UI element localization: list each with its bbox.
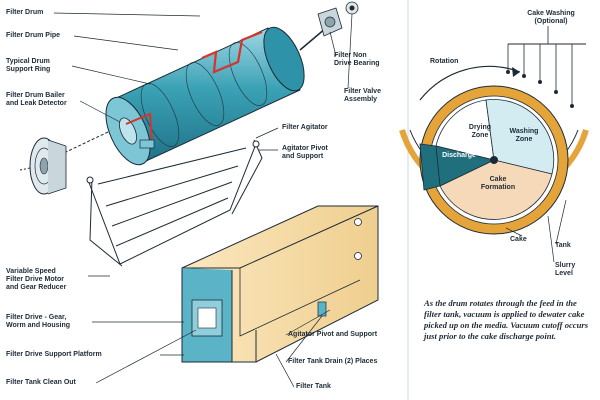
zone-discharge: Discharge bbox=[442, 152, 476, 159]
label-rotation: Rotation bbox=[430, 58, 459, 65]
label-filter-drum-pipe: Filter Drum Pipe bbox=[6, 32, 61, 39]
label-cake: Cake bbox=[510, 236, 527, 243]
filter-valve-graphic bbox=[345, 1, 359, 15]
filter-drum-graphic bbox=[65, 26, 327, 166]
label-agitator-pivot-support-top: Agitator Pivot and Support bbox=[282, 145, 328, 160]
zone-washing: Washing Zone bbox=[509, 128, 539, 143]
label-filter-valve-assembly: Filter Valve Assembly bbox=[344, 88, 381, 103]
filter-tank-graphic bbox=[181, 205, 379, 363]
label-cake-washing: Cake Washing (Optional) bbox=[527, 10, 575, 25]
label-filter-agitator: Filter Agitator bbox=[282, 124, 328, 131]
leader-lines bbox=[53, 12, 353, 388]
non-drive-bearing-graphic bbox=[317, 7, 343, 37]
label-filter-tank-drain: Filter Tank Drain (2) Places bbox=[288, 358, 378, 365]
label-filter-tank-clean-out: Filter Tank Clean Out bbox=[6, 379, 76, 386]
zone-drying: Drying Zone bbox=[468, 124, 492, 139]
caption-text: As the drum rotates through the feed in … bbox=[424, 298, 589, 341]
label-agitator-pivot-support-bottom: Agitator Pivot and Support bbox=[288, 331, 378, 338]
drive-motor-graphic bbox=[19, 137, 67, 195]
label-filter-drive-gear: Filter Drive - Gear, Worm and Housing bbox=[6, 314, 71, 329]
label-filter-drum-bailer: Filter Drum Bailer and Leak Detector bbox=[6, 92, 67, 107]
drum-cross-section bbox=[399, 26, 589, 263]
label-variable-speed-drive: Variable Speed Filter Drive Motor and Ge… bbox=[6, 268, 67, 291]
agitator-graphic bbox=[86, 139, 263, 267]
label-slurry-level: Slurry Level bbox=[555, 262, 576, 277]
label-tank: Tank bbox=[555, 242, 571, 249]
label-typical-drum-support-ring: Typical Drum Support Ring bbox=[6, 58, 51, 73]
label-filter-drive-support-platform: Filter Drive Support Platform bbox=[6, 351, 102, 358]
zone-cake-formation: Cake Formation bbox=[480, 176, 516, 191]
label-filter-non-drive-bearing: Filter Non Drive Bearing bbox=[334, 52, 380, 67]
label-filter-tank: Filter Tank bbox=[296, 383, 331, 390]
label-filter-drum: Filter Drum bbox=[6, 9, 44, 16]
